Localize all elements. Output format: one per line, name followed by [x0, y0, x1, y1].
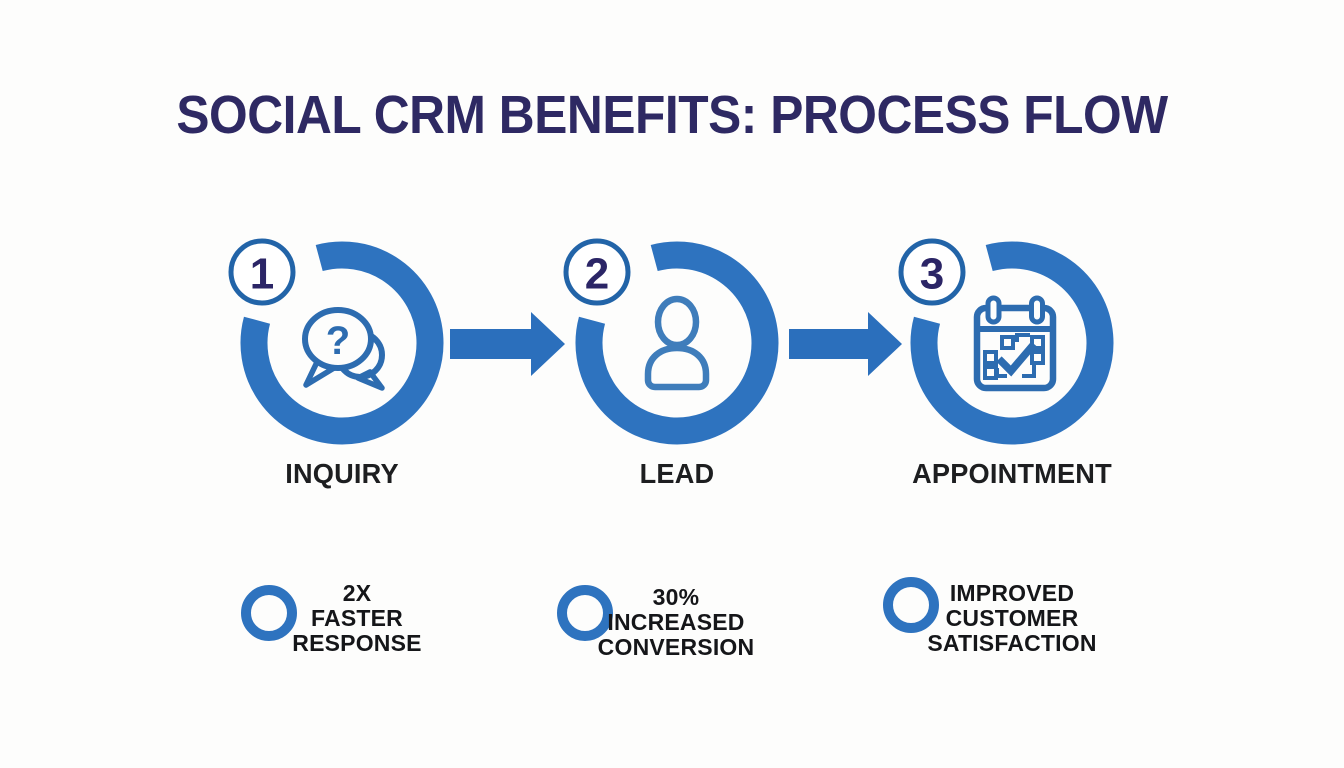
process-ring — [910, 241, 1114, 445]
step-lead: 2 LEAD — [557, 228, 787, 490]
benefit-customer-satisfaction: IMPROVED CUSTOMER SATISFACTION — [902, 581, 1122, 656]
step-number-badge — [563, 238, 631, 306]
step-number: 3 — [920, 250, 944, 299]
benefit-increased-conversion: 30% INCREASED CONVERSION — [566, 585, 786, 660]
benefit-line: RESPONSE — [292, 630, 422, 656]
calendar-check-icon — [973, 295, 1057, 392]
benefit-bullet-ring-icon — [883, 577, 939, 633]
step-number: 2 — [585, 250, 609, 299]
benefit-line: 30% — [652, 584, 700, 610]
step-appointment: 3 APPOINTMENT — [892, 228, 1122, 490]
step-number-badge — [228, 238, 296, 306]
step-label-lead: LEAD — [639, 458, 715, 489]
step-number: 1 — [250, 250, 274, 299]
step-label-appointment: APPOINTMENT — [912, 458, 1112, 489]
benefit-line: FASTER — [311, 605, 403, 631]
step-lead-graphic: 2 — [563, 238, 779, 445]
benefit-bullet-ring-icon — [557, 585, 613, 641]
benefit-line: 2X — [342, 580, 372, 606]
page-title: SOCIAL CRM BENEFITS: PROCESS FLOW — [176, 85, 1168, 145]
benefit-line: CONVERSION — [597, 634, 755, 660]
benefit-line: CUSTOMER — [945, 605, 1079, 631]
question-bubbles-icon: ? — [302, 307, 385, 391]
step-inquiry-graphic: ? 1 — [228, 238, 444, 445]
step-inquiry: ? 1 INQUIRY — [222, 228, 452, 490]
step-number-badge — [898, 238, 966, 306]
process-ring — [575, 241, 779, 445]
benefit-bullet-ring-icon — [241, 585, 297, 641]
flow-arrow-right-icon — [789, 312, 902, 376]
step-label-inquiry: INQUIRY — [285, 458, 399, 489]
process-ring — [240, 241, 444, 445]
flow-arrow-right-icon — [450, 312, 565, 376]
benefit-line: INCREASED — [607, 609, 745, 635]
person-icon — [644, 295, 710, 391]
benefit-line: IMPROVED — [949, 580, 1075, 606]
question-mark-glyph: ? — [326, 319, 350, 363]
step-appointment-graphic: 3 — [898, 238, 1114, 445]
benefit-faster-response: 2X FASTER RESPONSE — [247, 581, 467, 656]
benefit-line: SATISFACTION — [927, 630, 1097, 656]
